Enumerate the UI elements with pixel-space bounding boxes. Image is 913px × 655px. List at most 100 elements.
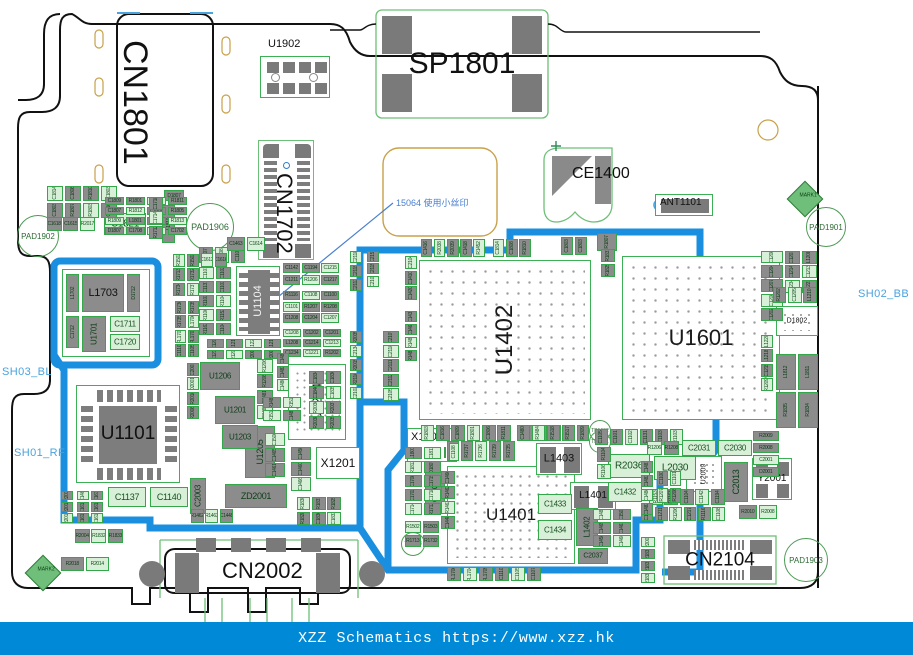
part-l1811[interactable]: L1811 <box>798 354 818 390</box>
sp1801-speaker[interactable]: SP1801 <box>376 10 548 118</box>
tp1403-testpoint[interactable]: TP1403 <box>401 532 425 556</box>
u1902-via-right <box>309 73 318 82</box>
part-c1432[interactable]: C1432 <box>608 482 642 502</box>
cn1702-connector[interactable]: CN1702 <box>258 140 314 260</box>
l1403-pad-right <box>564 447 580 473</box>
pad1906-label: PAD1906 <box>191 222 229 232</box>
board-notch-topleft <box>18 13 61 101</box>
part-zd2001[interactable]: ZD2001 <box>225 484 287 508</box>
u1101-pin-left-row <box>81 406 93 464</box>
part-c1720[interactable]: C1720 <box>110 334 140 350</box>
tp1601-testpoint[interactable]: TP1601 <box>589 431 611 453</box>
cn1702-pins-right <box>297 161 310 241</box>
d1802-label: D1802 <box>786 317 808 325</box>
part-r1835[interactable]: R1835 <box>776 392 796 428</box>
part-c2036[interactable]: C2036 <box>425 472 445 510</box>
silkscreen-note: 15064 使用小丝印 <box>396 198 469 208</box>
u1902-pad-4 <box>315 62 327 73</box>
pad1906-testpad[interactable]: PAD1906 <box>186 203 234 251</box>
sp1801-pad-bl <box>382 74 412 112</box>
cn2002-top-pad-4 <box>301 538 321 552</box>
cn2104-shell-tr <box>750 540 772 554</box>
cn2002-top-pad-3 <box>266 538 286 552</box>
part-c2030[interactable]: C2030 <box>718 440 752 456</box>
l1401-label: L1401 <box>579 490 607 501</box>
u1401-ball-grid <box>453 472 569 558</box>
d1802-part[interactable]: D1802 <box>776 306 818 336</box>
sp1801-label: SP1801 <box>408 47 516 80</box>
pad1903-testpad[interactable]: PAD1903 <box>784 538 828 582</box>
part-d1807[interactable]: D1807 <box>164 190 184 201</box>
cn2104-shell-bl <box>668 566 690 580</box>
u1902-pad-1 <box>267 62 279 73</box>
part-l1812[interactable]: L1812 <box>776 354 796 390</box>
u1902-module[interactable] <box>260 56 330 98</box>
part-u1201[interactable]: U1201 <box>215 396 255 424</box>
mount-slot-4 <box>221 36 231 56</box>
part-u1206[interactable]: U1206 <box>200 362 240 390</box>
u2009-bga[interactable]: U2009 <box>686 456 722 492</box>
u1101-label: U1101 <box>100 423 156 444</box>
part-u1701[interactable]: U1701 <box>82 316 106 352</box>
u1601-ball-grid <box>628 262 774 414</box>
l1403-part[interactable]: L1403 <box>536 443 582 475</box>
u1401-bga[interactable]: U1401 <box>447 466 575 564</box>
part-c1821[interactable]: C1821 <box>104 213 146 235</box>
u1601-bga[interactable]: U1601 <box>622 256 780 420</box>
part-c1140[interactable]: C1140 <box>150 487 188 507</box>
sp1801-pad-tl <box>382 16 412 54</box>
part-r2036[interactable]: R2036 <box>608 454 650 478</box>
part-d1712[interactable]: D1712 <box>127 274 140 312</box>
u1104-label: U1104 <box>252 285 264 317</box>
cn2002-pad-right-circle <box>359 561 385 587</box>
ce1400-pad-right <box>595 156 611 204</box>
pad1901-label: PAD1901 <box>809 222 843 232</box>
mark2-label: MARK2 <box>37 566 55 573</box>
pad1901-testpad[interactable]: PAD1901 <box>806 207 846 247</box>
shield-outline-inner-wall <box>360 398 408 570</box>
u1104-pins-left <box>239 273 248 331</box>
mount-slot-5 <box>221 94 231 114</box>
u1204-bga[interactable]: U1204 <box>288 364 346 440</box>
part-r1834[interactable]: R1834 <box>798 392 818 428</box>
mount-slot-1 <box>94 29 104 49</box>
cn2104-outline <box>663 535 777 585</box>
u2009-ball-grid <box>692 462 716 486</box>
cn2002-pad-left-circle <box>139 561 165 587</box>
u1101-qfn[interactable]: U1101 <box>76 385 180 483</box>
x1401-crystal[interactable]: X1401 <box>407 428 457 462</box>
y2001-crystal[interactable]: Y2001 <box>752 458 792 500</box>
u1402-bga[interactable]: U1402 <box>419 260 591 420</box>
part-l1703[interactable]: L1703 <box>82 274 124 312</box>
x1201-label: X1201 <box>320 456 356 470</box>
part-c2003[interactable]: C2003 <box>190 478 206 514</box>
u1902-via-left <box>271 73 280 82</box>
sp1801-pad-br <box>512 74 542 112</box>
part-c1433[interactable]: C1433 <box>538 494 572 514</box>
part-c2031[interactable]: C2031 <box>682 440 716 456</box>
ant1101-pad <box>661 199 709 213</box>
part-l2030[interactable]: L2030 <box>654 456 696 480</box>
part-c2013[interactable]: C2013 <box>724 462 748 502</box>
part-l1810[interactable]: L1810 <box>162 205 175 243</box>
part-c2037[interactable]: C2037 <box>578 548 608 564</box>
part-l1702[interactable]: L1702 <box>66 274 79 312</box>
x1201-crystal[interactable]: X1201 <box>316 447 360 479</box>
tp1601-label: TP1601 <box>591 439 609 445</box>
part-c1434[interactable]: C1434 <box>538 520 572 540</box>
cn1702-shell-br <box>295 244 311 258</box>
part-l1402[interactable]: L1402 <box>576 508 598 546</box>
shield-label-sh02-bb: SH02_BB <box>858 288 910 300</box>
y2001-pad-bl <box>756 484 768 498</box>
part-c1712[interactable]: C1712 <box>66 316 79 348</box>
u2009-label: U2009 <box>700 463 708 485</box>
u1104-soic[interactable]: U1104 <box>236 266 280 336</box>
part-c1137[interactable]: C1137 <box>108 487 146 507</box>
ce1400-chamfer-fill <box>552 156 592 196</box>
ce1400-polarity-cross <box>551 141 561 151</box>
ant1101-contact-part[interactable] <box>655 194 713 216</box>
part-u1203[interactable]: U1203 <box>222 425 258 449</box>
part-c1711[interactable]: C1711 <box>110 316 140 332</box>
cn2104-connector[interactable]: CN2104 <box>664 536 776 584</box>
pad1902-testpad[interactable]: PAD1902 <box>17 215 59 257</box>
